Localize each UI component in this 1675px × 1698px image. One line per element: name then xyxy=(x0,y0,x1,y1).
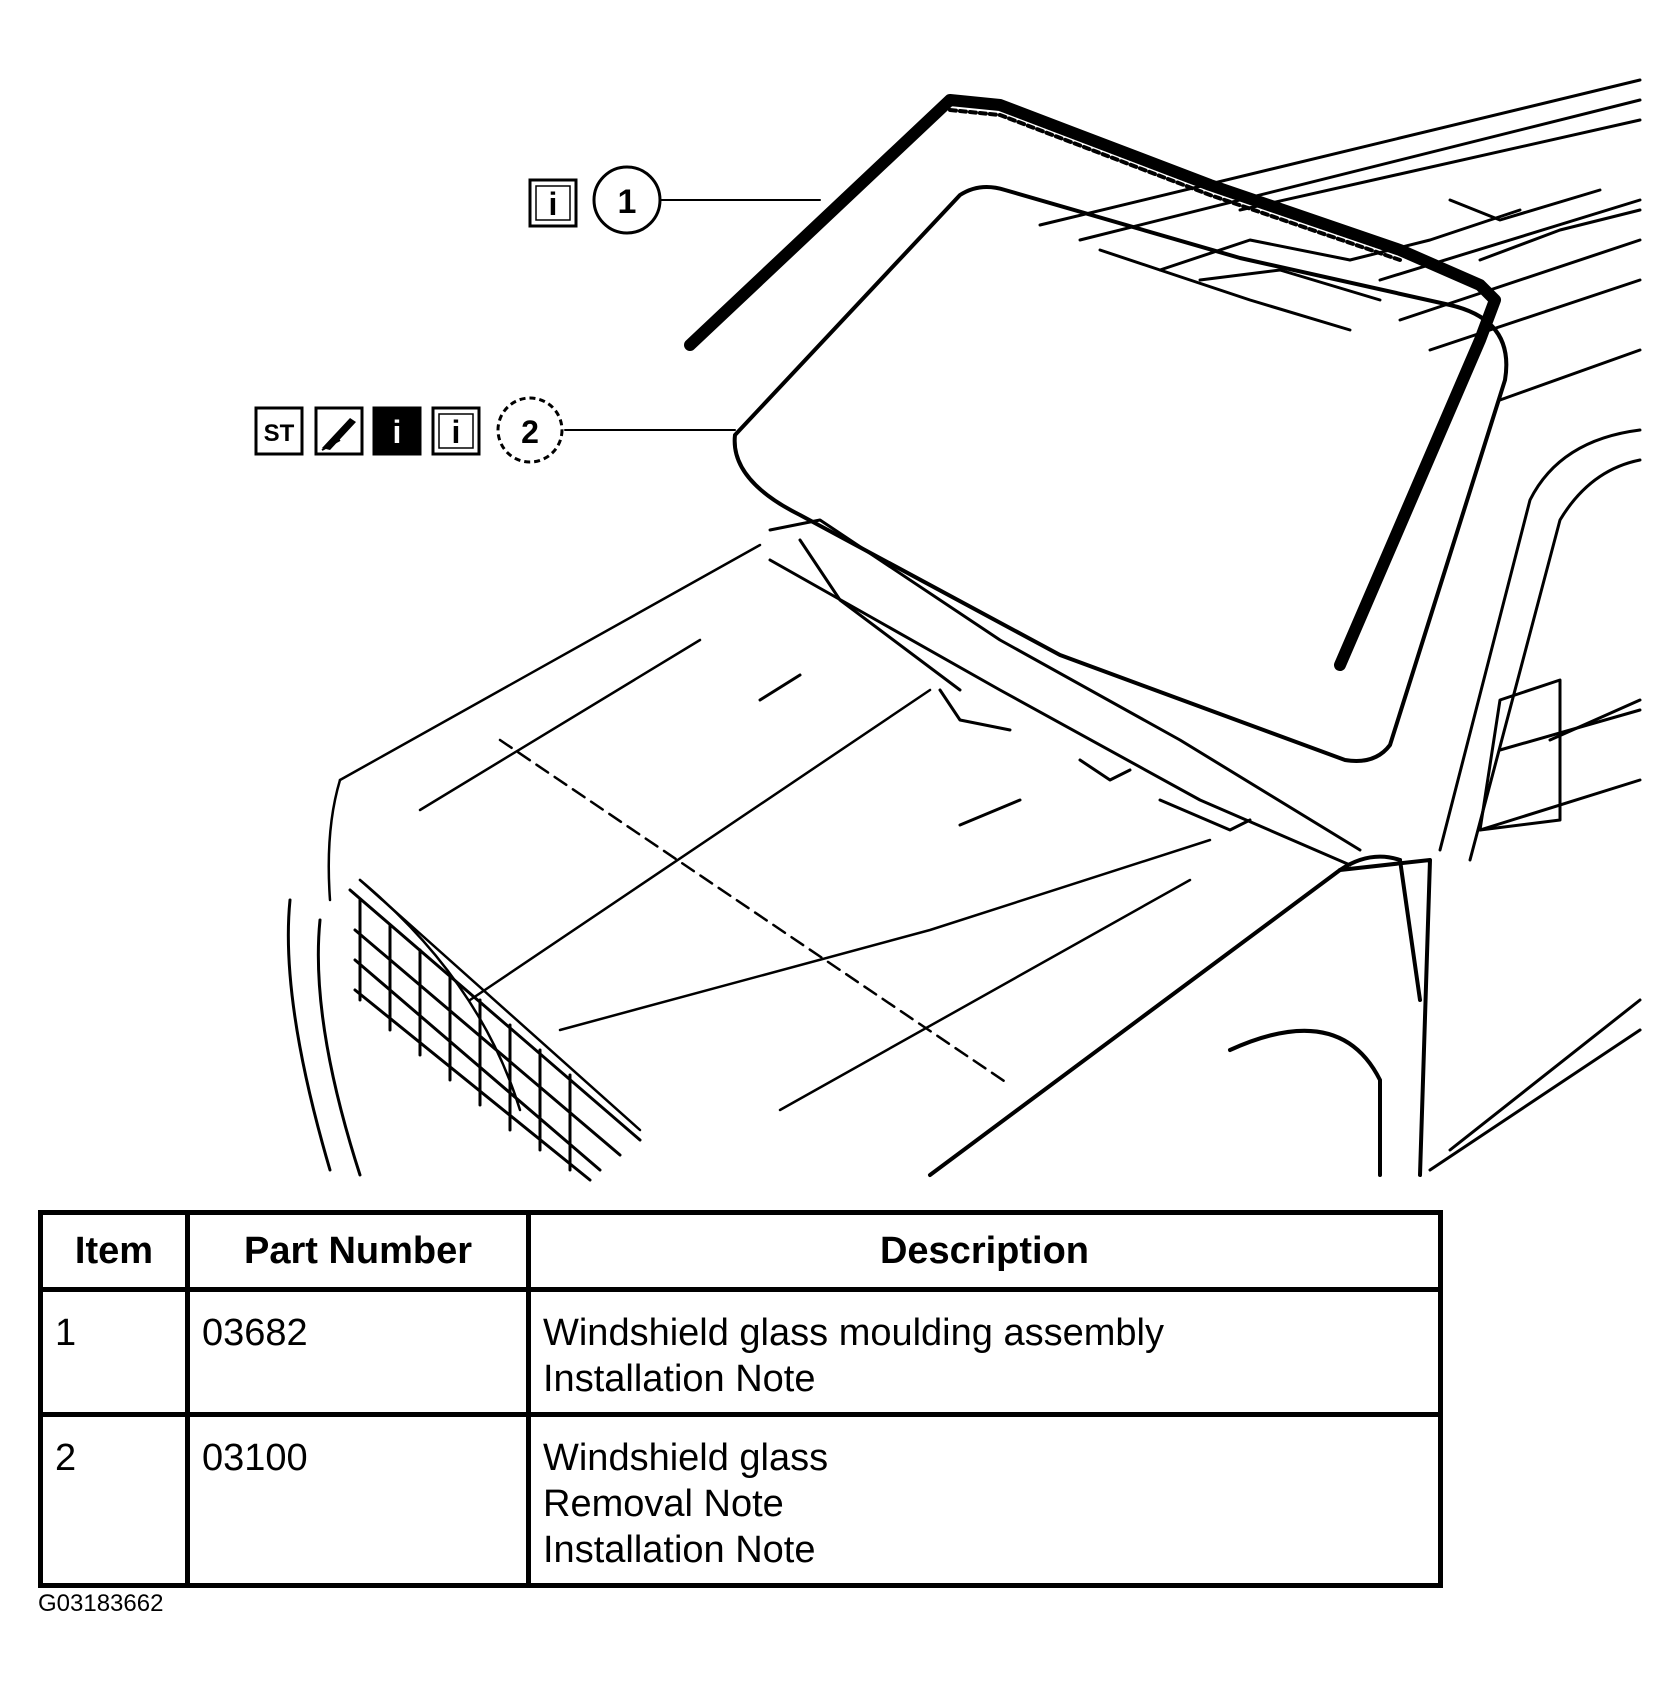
info-filled-icon: i xyxy=(372,406,422,456)
callout-2-number: 2 xyxy=(521,414,539,450)
callout-1: i 1 xyxy=(528,165,662,235)
windshield-diagram: i 1 ST i i 2 xyxy=(254,78,1642,1182)
table-header-row: Item Part Number Description xyxy=(38,1210,1443,1292)
callout-2-circle xyxy=(496,396,564,464)
side-mirror xyxy=(1478,678,1642,832)
header-description: Description xyxy=(526,1210,1443,1292)
info-icon-text: i xyxy=(452,414,461,450)
info-icon: i xyxy=(431,406,481,456)
callout-1-circle xyxy=(592,165,662,235)
table-row: 1 03682 Windshield glass moulding assemb… xyxy=(38,1287,1443,1417)
cell-part-number: 03100 xyxy=(185,1412,531,1588)
description-line: Installation Note xyxy=(543,1529,816,1571)
fender xyxy=(928,854,1432,1177)
cell-item: 1 xyxy=(38,1287,190,1417)
roof-panel xyxy=(1038,78,1642,352)
header-part-number: Part Number xyxy=(185,1210,531,1292)
special-tool-icon-text: ST xyxy=(264,420,295,447)
table-row: 2 03100 Windshield glass Removal Note In… xyxy=(38,1412,1443,1588)
parts-table: Item Part Number Description 1 03682 Win… xyxy=(38,1210,1443,1588)
info-filled-icon-text: i xyxy=(393,414,402,450)
sealant-icon xyxy=(314,406,364,456)
info-icon: i xyxy=(528,178,578,228)
description-line: Windshield glass moulding assembly xyxy=(543,1312,1164,1354)
header-item: Item xyxy=(38,1210,190,1292)
hood xyxy=(327,543,1212,1132)
figure-id: G03183662 xyxy=(38,1590,164,1617)
cell-item: 2 xyxy=(38,1412,190,1588)
windshield-glass xyxy=(732,184,1509,763)
door xyxy=(1428,348,1642,1172)
description-line: Removal Note xyxy=(543,1483,784,1525)
cowl-panel xyxy=(758,518,1362,867)
grille xyxy=(286,888,642,1182)
callout-2: ST i i 2 xyxy=(254,396,564,464)
callout-1-number: 1 xyxy=(618,183,637,221)
special-tool-icon: ST xyxy=(254,406,304,456)
cell-description: Windshield glass Removal Note Installati… xyxy=(526,1412,1443,1588)
description-line: Installation Note xyxy=(543,1358,816,1400)
windshield-moulding xyxy=(684,94,1501,671)
description-line: Windshield glass xyxy=(543,1437,829,1479)
cell-description: Windshield glass moulding assembly Insta… xyxy=(526,1287,1443,1417)
cell-part-number: 03682 xyxy=(185,1287,531,1417)
info-icon-text: i xyxy=(549,186,558,222)
